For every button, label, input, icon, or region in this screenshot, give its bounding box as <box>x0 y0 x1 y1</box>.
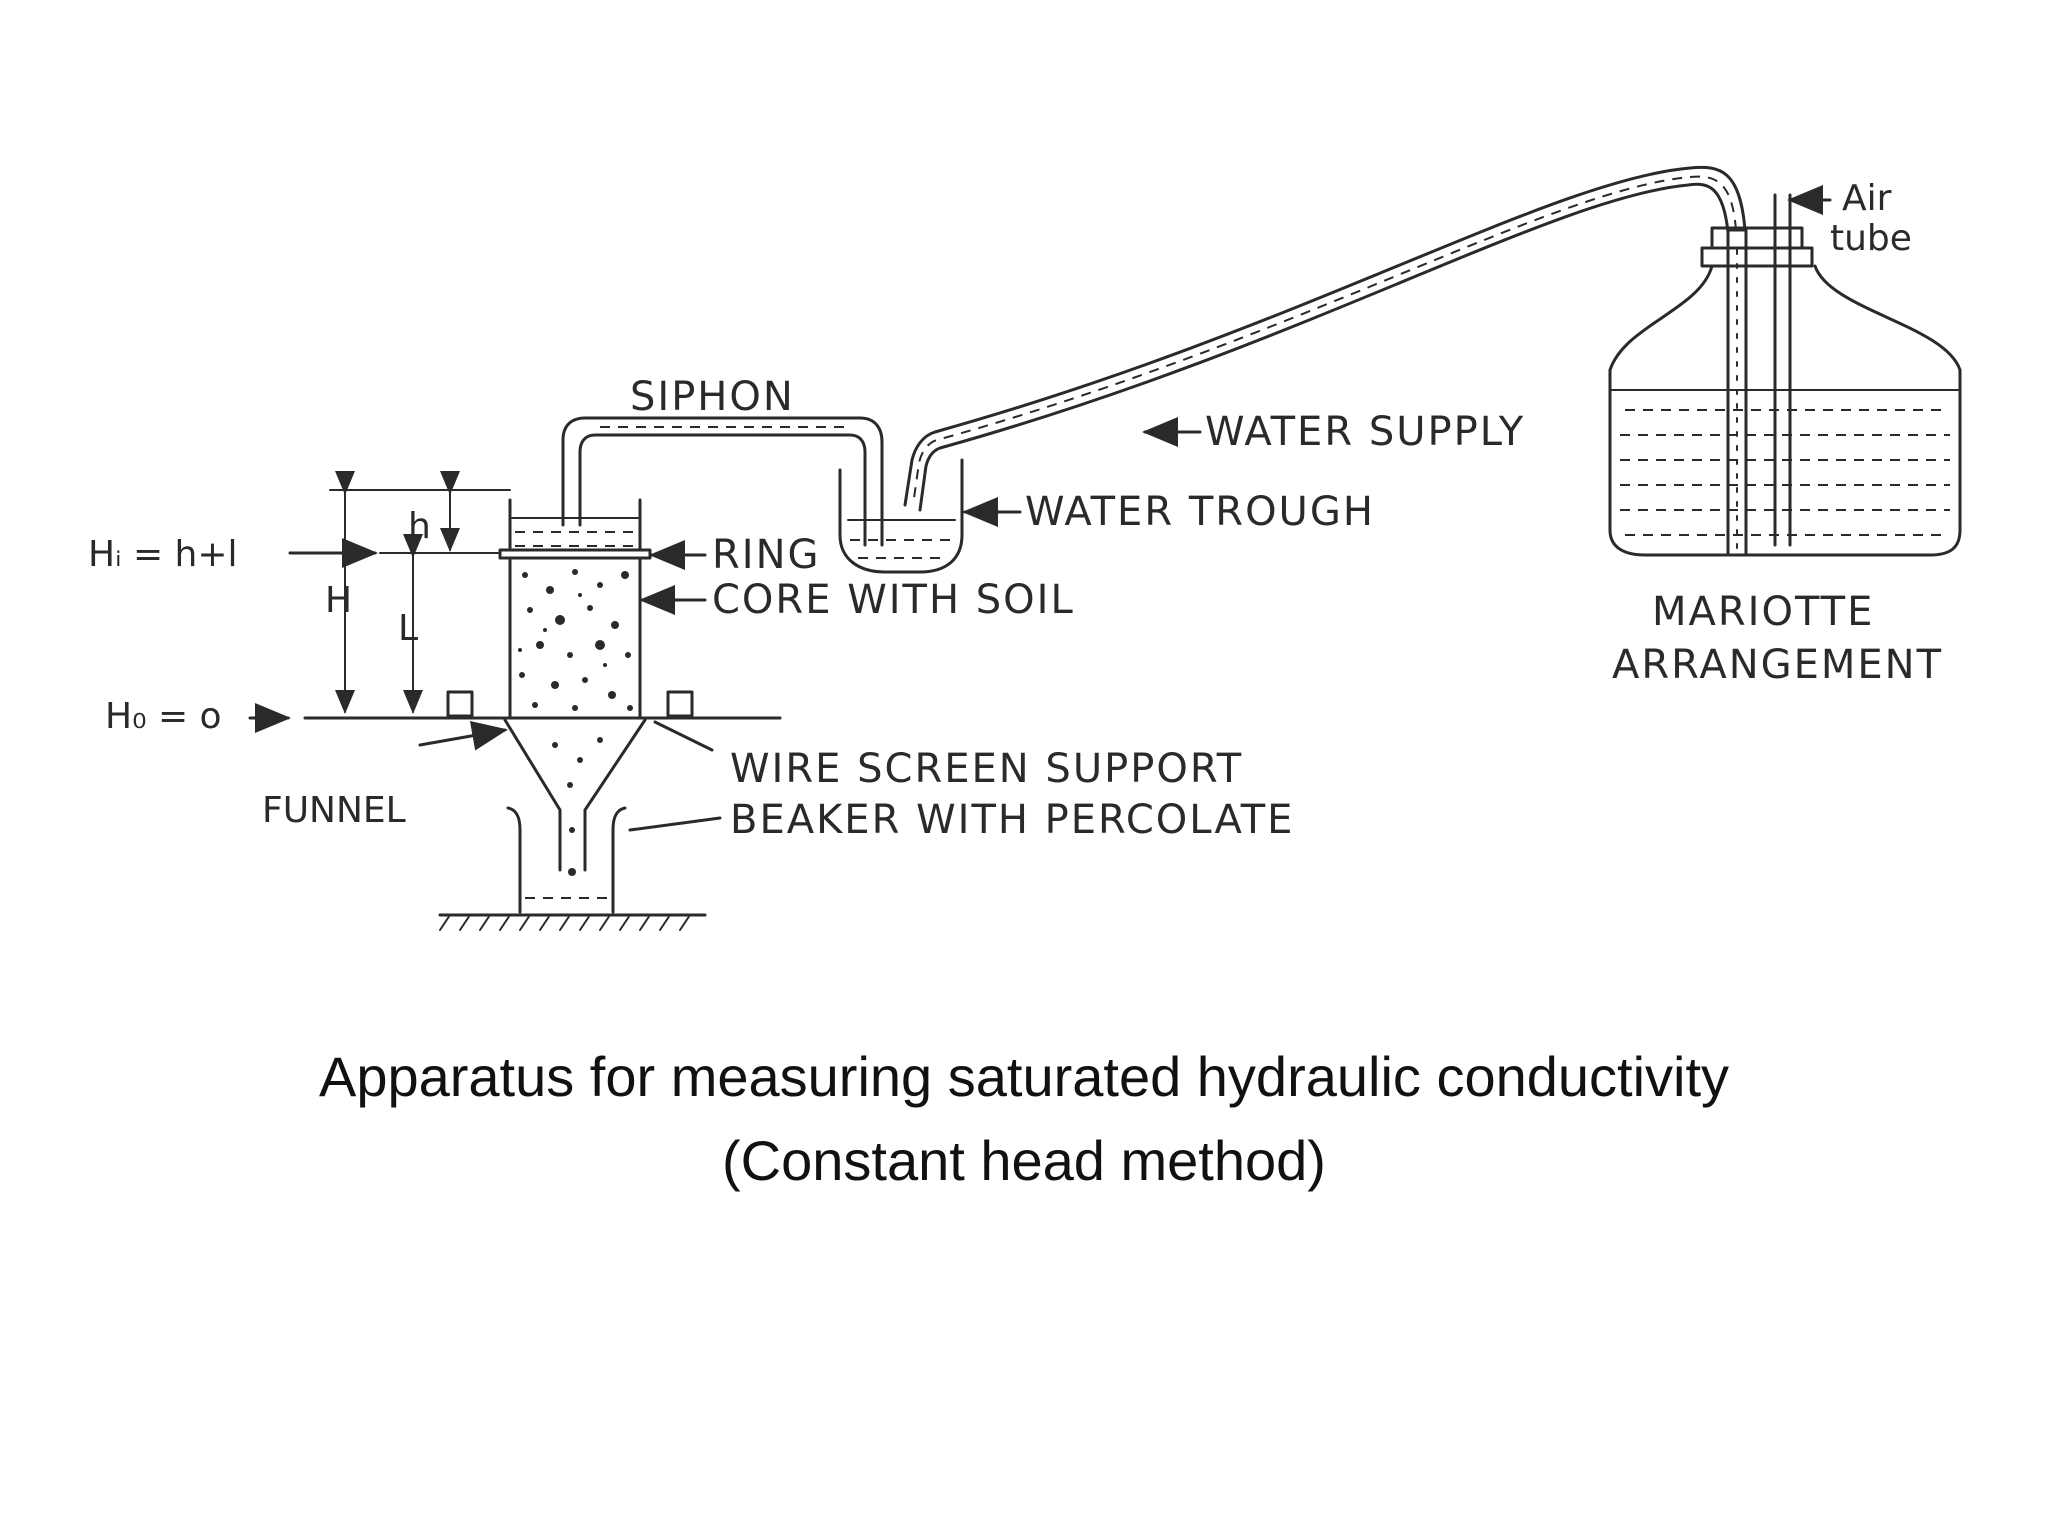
caption-line-2: (Constant head method) <box>722 1129 1326 1192</box>
mariotte-label-2: ARRANGEMENT <box>1612 642 1943 688</box>
soil-core <box>498 498 652 720</box>
mariotte-bottle <box>1608 185 1962 557</box>
caption-line-1: Apparatus for measuring saturated hydrau… <box>318 1045 1730 1108</box>
funnel <box>503 718 647 876</box>
water-supply-tube <box>903 165 1747 512</box>
core-with-soil-label: CORE WITH SOIL <box>712 577 1075 623</box>
beaker <box>506 806 627 914</box>
H-big-label: H <box>325 580 352 621</box>
ring-label: RING <box>712 532 821 578</box>
hi-equation-label: Hᵢ = h+l <box>88 534 238 575</box>
siphon-tube <box>561 416 884 547</box>
mariotte-label-1: MARIOTTE <box>1652 589 1874 635</box>
L-label: L <box>398 608 418 649</box>
water-supply-label: WATER SUPPLY <box>1205 409 1525 455</box>
wire-screen-arrow <box>653 720 714 752</box>
funnel-label: FUNNEL <box>262 790 406 831</box>
h-small-label: h <box>408 506 431 547</box>
water-trough-label: WATER TROUGH <box>1025 489 1375 535</box>
water-trough <box>838 458 964 574</box>
wire-screen-label: WIRE SCREEN SUPPORT <box>730 746 1243 792</box>
slide-caption: Apparatus for measuring saturated hydrau… <box>0 1035 2048 1203</box>
siphon-label: SIPHON <box>630 374 795 420</box>
ground <box>438 913 707 931</box>
air-tube-label-1: Air <box>1842 178 1892 219</box>
beaker-arrow <box>628 816 722 832</box>
support-block-right <box>666 690 694 718</box>
constant-head-apparatus-diagram: Air tube MARIOTTE ARRANGEMENT WATER SUPP… <box>88 165 1962 931</box>
dimension-lines <box>248 471 511 733</box>
funnel-arrow <box>418 720 508 751</box>
beaker-label: BEAKER WITH PERCOLATE <box>730 797 1294 843</box>
support-block-left <box>446 690 474 718</box>
ho-equation-label: H₀ = o <box>105 696 222 737</box>
air-tube-label-2: tube <box>1830 218 1912 259</box>
